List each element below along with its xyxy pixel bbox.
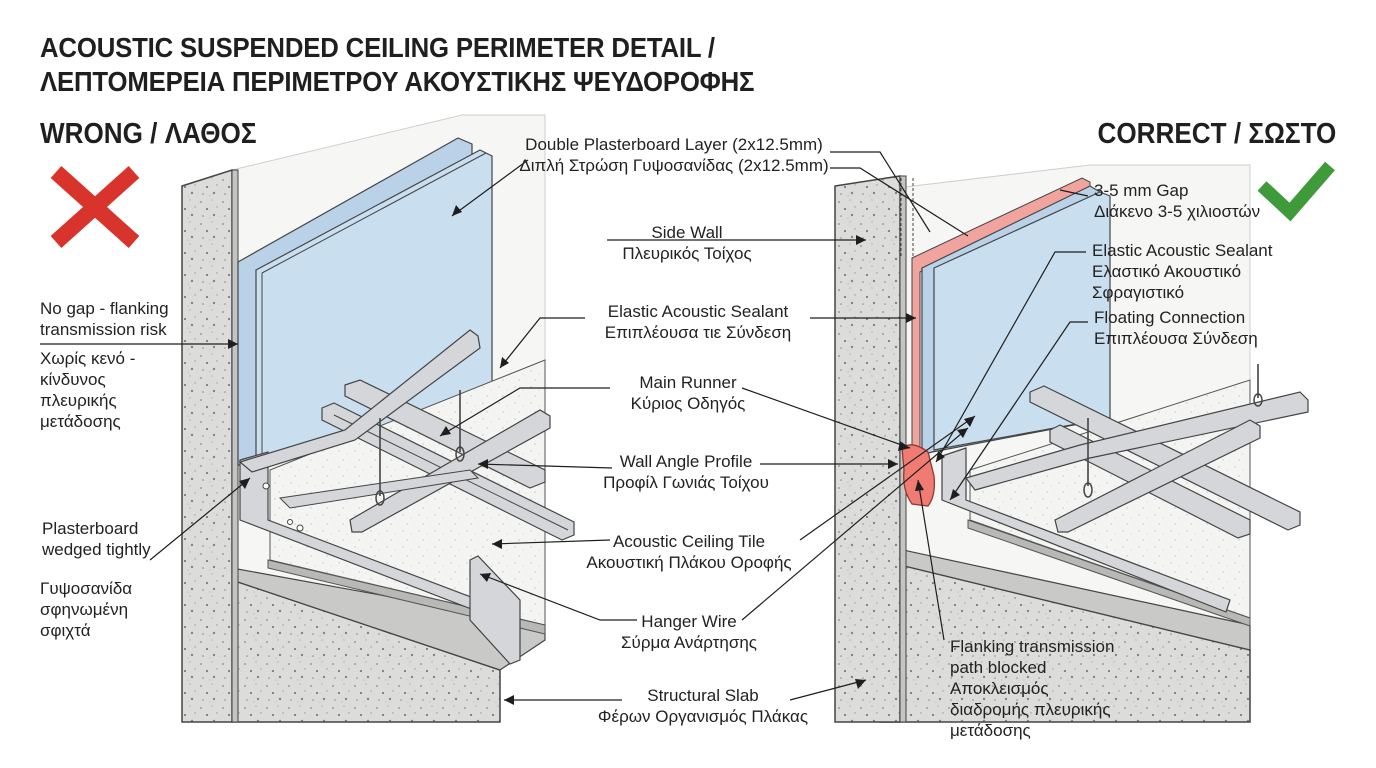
arrow-heads <box>228 205 975 705</box>
title-line-1: ACOUSTIC SUSPENDED CEILING PERIMETER DET… <box>40 32 715 63</box>
cross-tee-correct-1 <box>964 391 1309 491</box>
label-double-board: Double Plasterboard Layer (2x12.5mm)Διπλ… <box>519 135 829 175</box>
leader-lines <box>40 151 1089 701</box>
main-runner-correct-1 <box>1029 385 1301 531</box>
side-wall-correct <box>834 175 901 723</box>
sealant-bead <box>901 444 936 507</box>
cross-tee-wrong-3 <box>278 469 480 509</box>
wall-angle-correct <box>941 447 1231 613</box>
wrong-heading: WRONG / ΛΑΘΟΣ <box>40 118 257 150</box>
cross-tee-wrong-1 <box>238 329 481 473</box>
wrong-detail <box>181 114 575 723</box>
side-wall-wrong <box>181 168 233 723</box>
cross-icon <box>50 166 140 248</box>
check-icon <box>1257 161 1335 222</box>
correct-detail <box>834 164 1309 723</box>
cross-tee-correct-2 <box>1054 419 1261 533</box>
title-line-2: ΛΕΠΤΟΜΕΡΕΙΑ ΠΕΡΙΜΕΤΡΟΥ ΑΚΟΥΣΤΙΚΗΣ ΨΕΥΔΟΡ… <box>40 66 755 97</box>
side-wall-face-wrong <box>231 169 239 723</box>
correct-heading: CORRECT / ΣΩΣΤΟ <box>1097 118 1336 150</box>
cross-tee-wrong-2 <box>349 409 551 533</box>
